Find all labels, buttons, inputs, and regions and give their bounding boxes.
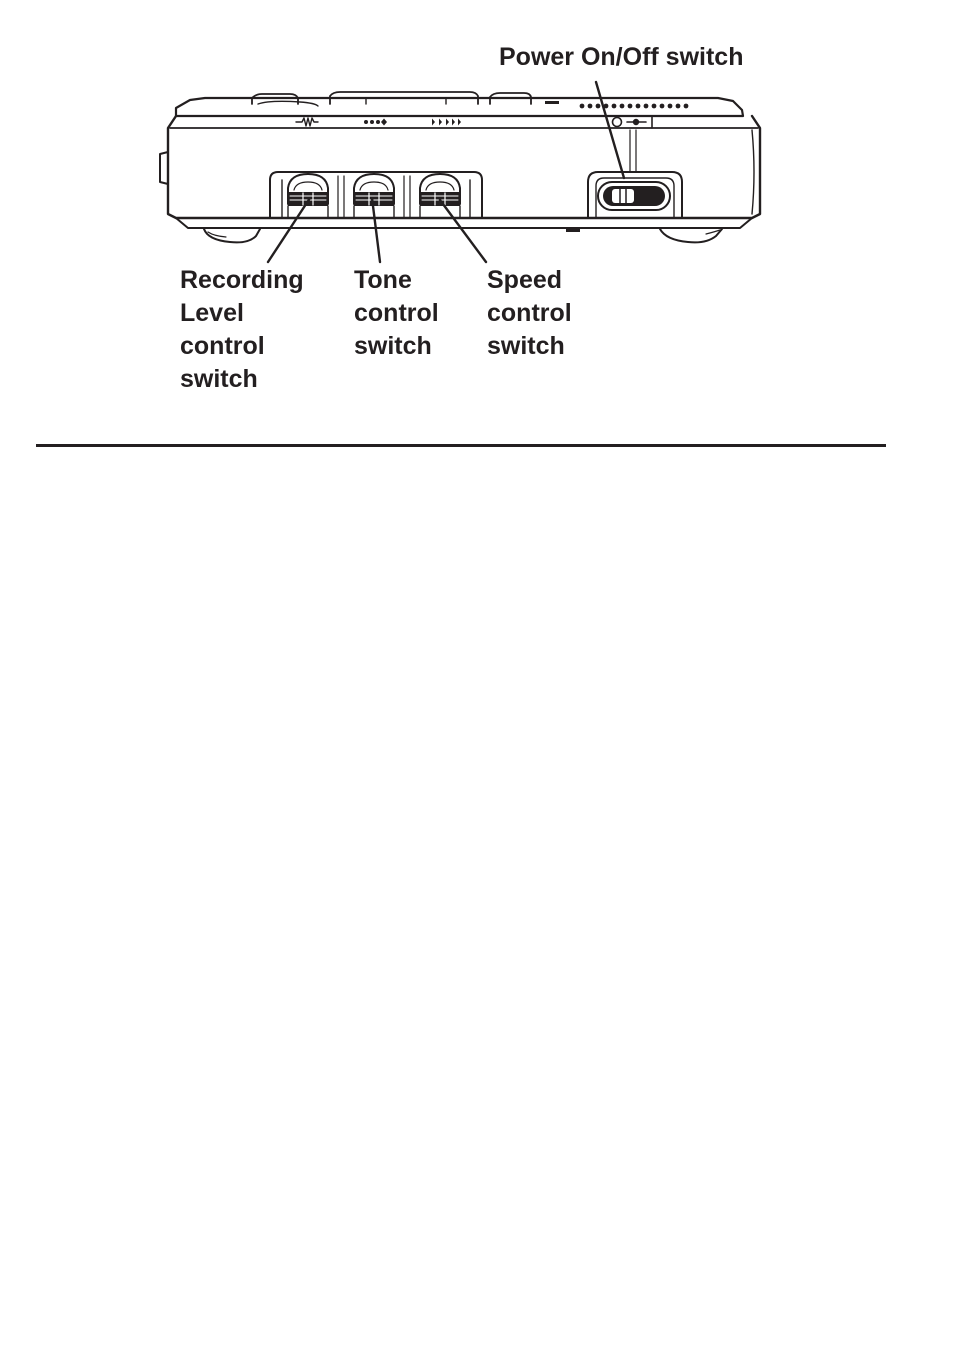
- speed-control-switch[interactable]: [404, 174, 460, 218]
- tone-control-label: Tone control switch: [354, 264, 439, 363]
- speed-leader-line: [440, 200, 486, 262]
- left-foot: [204, 229, 260, 242]
- tone-control-switch[interactable]: [338, 174, 394, 218]
- recording-level-icon: [296, 118, 318, 126]
- device-illustration: [0, 0, 954, 460]
- speed-icon: [432, 119, 461, 126]
- section-divider: [36, 444, 886, 447]
- power-marks-icon: [613, 116, 653, 128]
- right-foot: [660, 229, 722, 242]
- recording-level-label: Recording Level control switch: [180, 264, 304, 396]
- tone-icon: [364, 119, 387, 126]
- power-switch[interactable]: [588, 130, 682, 218]
- power-switch-label: Power On/Off switch: [499, 41, 743, 74]
- device-top-deck: [176, 92, 743, 116]
- speed-control-label: Speed control switch: [487, 264, 572, 363]
- tone-leader-line: [372, 198, 380, 262]
- power-leader-line: [596, 82, 624, 178]
- speaker-grille: [580, 104, 689, 109]
- recording-level-switch[interactable]: [288, 174, 328, 218]
- recording-leader-line: [268, 198, 310, 262]
